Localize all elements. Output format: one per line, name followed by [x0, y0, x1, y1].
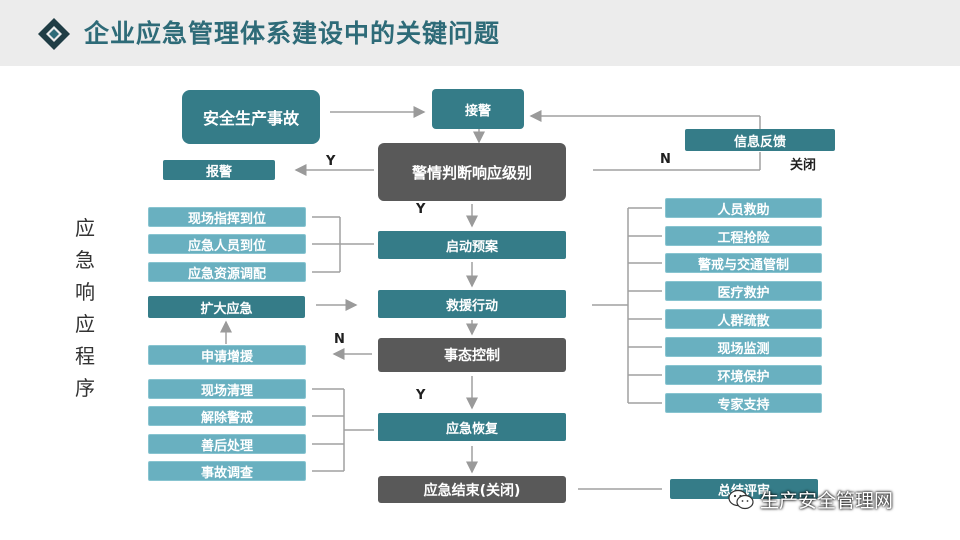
- report-alarm-box: 报警: [163, 160, 275, 180]
- request-reinforcement-box: 申请增援: [148, 345, 306, 365]
- list-item: 警戒与交通管制: [665, 253, 822, 273]
- list-item: 环境保护: [665, 365, 822, 385]
- info-feedback-box: 信息反馈: [685, 129, 835, 151]
- expand-emergency-box: 扩大应急: [148, 296, 305, 318]
- accident-box: 安全生产事故: [182, 90, 320, 144]
- header-bar: 企业应急管理体系建设中的关键问题: [0, 0, 960, 66]
- diamond-logo-icon: [38, 18, 70, 50]
- list-item: 人员救助: [665, 198, 822, 218]
- yes-label: Y: [326, 154, 336, 169]
- watermark-text: 生产安全管理网: [760, 490, 894, 512]
- list-item: 医疗救护: [665, 281, 822, 301]
- list-item: 工程抢险: [665, 226, 822, 246]
- judge-level-box: 警情判断响应级别: [378, 143, 566, 201]
- list-item: 应急人员到位: [148, 234, 306, 254]
- rescue-action-box: 救援行动: [378, 290, 566, 318]
- emergency-recovery-box: 应急恢复: [378, 413, 566, 441]
- wechat-icon: [728, 489, 754, 509]
- yes-label: Y: [416, 202, 426, 217]
- list-item: 解除警戒: [148, 406, 306, 426]
- list-item: 现场清理: [148, 379, 306, 399]
- summary-review-box: 总结评审: [670, 479, 818, 499]
- receive-alarm-box: 接警: [432, 89, 524, 129]
- situation-control-box: 事态控制: [378, 338, 566, 372]
- page-title: 企业应急管理体系建设中的关键问题: [84, 19, 501, 48]
- side-title: 应急响应程序: [75, 216, 95, 400]
- no-label: N: [334, 332, 345, 347]
- watermark: 生产安全管理网: [728, 486, 893, 513]
- start-plan-box: 启动预案: [378, 231, 566, 259]
- list-item: 应急资源调配: [148, 262, 306, 282]
- list-item: 事故调查: [148, 461, 306, 481]
- list-item: 人群疏散: [665, 309, 822, 329]
- no-label: N: [660, 152, 671, 167]
- list-item: 专家支持: [665, 393, 822, 413]
- list-item: 现场监测: [665, 337, 822, 357]
- yes-label: Y: [416, 388, 426, 403]
- list-item: 善后处理: [148, 434, 306, 454]
- emergency-end-box: 应急结束(关闭): [378, 476, 566, 503]
- close-label: 关闭: [790, 158, 817, 173]
- list-item: 现场指挥到位: [148, 207, 306, 227]
